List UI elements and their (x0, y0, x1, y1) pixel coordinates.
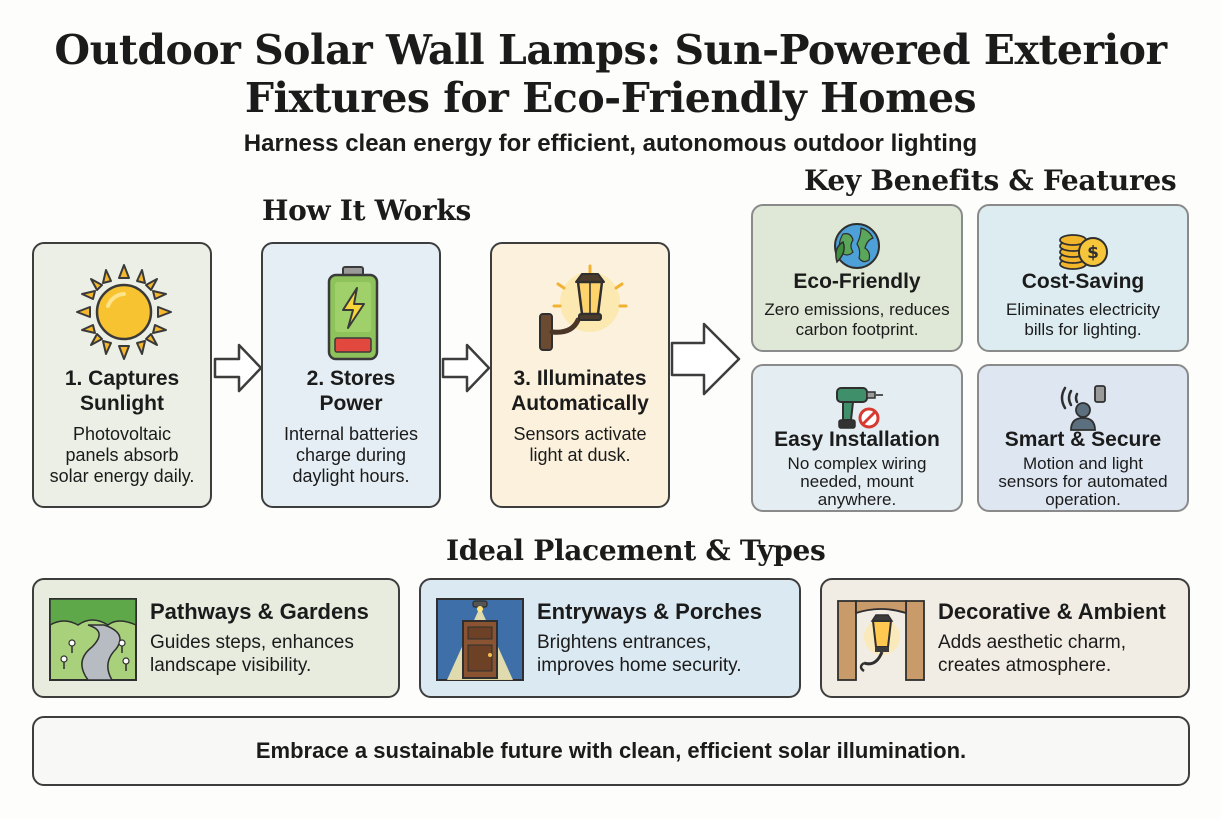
benefit-desc-line: anywhere. (817, 490, 897, 509)
placement-card-pathways-gardens: Pathways & Gardens Guides steps, enhance… (32, 578, 400, 698)
benefit-card-easy-installation: Easy Installation No complex wiring need… (751, 364, 963, 512)
placement-card-decorative-ambient: Decorative & Ambient Adds aesthetic char… (820, 578, 1190, 698)
step-desc-line: light at dusk. (529, 445, 631, 465)
step-desc-line: Sensors activate (513, 424, 647, 444)
step-title-line-1: 3. Illuminates (513, 367, 647, 390)
lantern-icon (836, 597, 926, 682)
step-card-captures-sunlight: 1. Captures Sunlight Photovoltaic panels… (32, 242, 212, 508)
step-card-stores-power: 2. Stores Power Internal batteries charg… (261, 242, 441, 508)
flow-arrow-2 (441, 343, 491, 393)
benefits-heading: Key Benefits & Features (804, 164, 1177, 197)
motion-sensor-icon (1055, 378, 1111, 434)
benefit-desc-line: Zero emissions, reduces (764, 300, 950, 319)
step-title-line-2: Automatically (511, 392, 649, 415)
benefit-desc-line: operation. (1045, 490, 1121, 509)
step-description: Photovoltaic panels absorb solar energy … (38, 424, 206, 487)
flow-arrow-3 (670, 322, 741, 396)
sun-icon (74, 262, 174, 362)
benefit-card-cost-saving: $ Cost-Saving Eliminates electricity bil… (977, 204, 1189, 352)
benefit-title: Eco-Friendly (793, 270, 921, 293)
benefit-desc-line: Eliminates electricity (1006, 300, 1160, 319)
step-description: Internal batteries charge during dayligh… (267, 424, 435, 487)
placement-desc-line: Guides steps, enhances (150, 632, 354, 653)
flow-arrow-1 (213, 343, 263, 393)
benefit-desc-line: No complex wiring (787, 454, 927, 473)
step-desc-line: panels absorb (65, 445, 179, 465)
title-line-2: Fixtures for Eco-Friendly Homes (244, 74, 977, 122)
wall-lamp-icon (532, 262, 632, 362)
placement-description: Adds aesthetic charm, creates atmosphere… (938, 631, 1126, 677)
benefit-description: No complex wiring needed, mount anywhere… (755, 455, 959, 509)
placement-description: Brightens entrances, improves home secur… (537, 631, 742, 677)
step-title: 1. Captures Sunlight (38, 366, 206, 416)
step-title-line-1: 1. Captures (64, 367, 180, 390)
globe-icon (829, 218, 885, 274)
benefit-description: Eliminates electricity bills for lightin… (981, 300, 1185, 340)
step-title: 3. Illuminates Automatically (496, 366, 664, 416)
placement-desc-line: landscape visibility. (150, 655, 312, 676)
placement-heading: Ideal Placement & Types (446, 534, 826, 567)
step-title: 2. Stores Power (267, 366, 435, 416)
placement-desc-line: creates atmosphere. (938, 655, 1112, 676)
title-line-1: Outdoor Solar Wall Lamps: Sun-Powered Ex… (54, 26, 1167, 74)
placement-desc-line: Brightens entrances, (537, 632, 712, 653)
svg-text:$: $ (1087, 243, 1099, 263)
benefit-desc-line: needed, mount (800, 472, 914, 491)
placement-title: Pathways & Gardens (150, 599, 369, 624)
benefit-description: Zero emissions, reduces carbon footprint… (755, 300, 959, 340)
benefit-desc-line: sensors for automated (998, 472, 1168, 491)
benefit-title: Smart & Secure (1004, 428, 1162, 451)
benefit-title: Easy Installation (774, 428, 940, 451)
footer-banner: Embrace a sustainable future with clean,… (32, 716, 1190, 786)
benefit-desc-line: carbon footprint. (795, 320, 919, 339)
page-subtitle: Harness clean energy for efficient, auto… (243, 130, 978, 157)
page-title: Outdoor Solar Wall Lamps: Sun-Powered Ex… (0, 26, 1221, 122)
drill-icon (829, 378, 885, 434)
garden-path-icon (48, 597, 138, 682)
placement-card-entryways-porches: Entryways & Porches Brightens entrances,… (419, 578, 801, 698)
coins-icon: $ (1055, 218, 1111, 274)
benefit-description: Motion and light sensors for automated o… (981, 455, 1185, 509)
step-card-illuminates: 3. Illuminates Automatically Sensors act… (490, 242, 670, 508)
front-door-icon (435, 597, 525, 682)
placement-desc-line: improves home security. (537, 655, 742, 676)
benefit-title: Cost-Saving (1021, 270, 1145, 293)
step-desc-line: Internal batteries (283, 424, 419, 444)
step-desc-line: charge during (295, 445, 407, 465)
placement-title: Decorative & Ambient (938, 599, 1166, 624)
step-title-line-2: Sunlight (80, 392, 164, 415)
benefit-desc-line: bills for lighting. (1024, 320, 1142, 339)
step-desc-line: solar energy daily. (49, 466, 195, 486)
placement-desc-line: Adds aesthetic charm, (938, 632, 1126, 653)
step-title-line-2: Power (319, 392, 383, 415)
step-title-line-1: 2. Stores (306, 367, 396, 390)
placement-title: Entryways & Porches (537, 599, 762, 624)
how-it-works-heading: How It Works (262, 194, 471, 227)
benefit-card-eco-friendly: Eco-Friendly Zero emissions, reduces car… (751, 204, 963, 352)
step-desc-line: Photovoltaic (72, 424, 172, 444)
benefit-card-smart-secure: Smart & Secure Motion and light sensors … (977, 364, 1189, 512)
battery-icon (303, 262, 403, 362)
step-description: Sensors activate light at dusk. (496, 424, 664, 466)
step-desc-line: daylight hours. (292, 466, 410, 486)
placement-description: Guides steps, enhances landscape visibil… (150, 631, 354, 677)
benefit-desc-line: Motion and light (1022, 454, 1144, 473)
